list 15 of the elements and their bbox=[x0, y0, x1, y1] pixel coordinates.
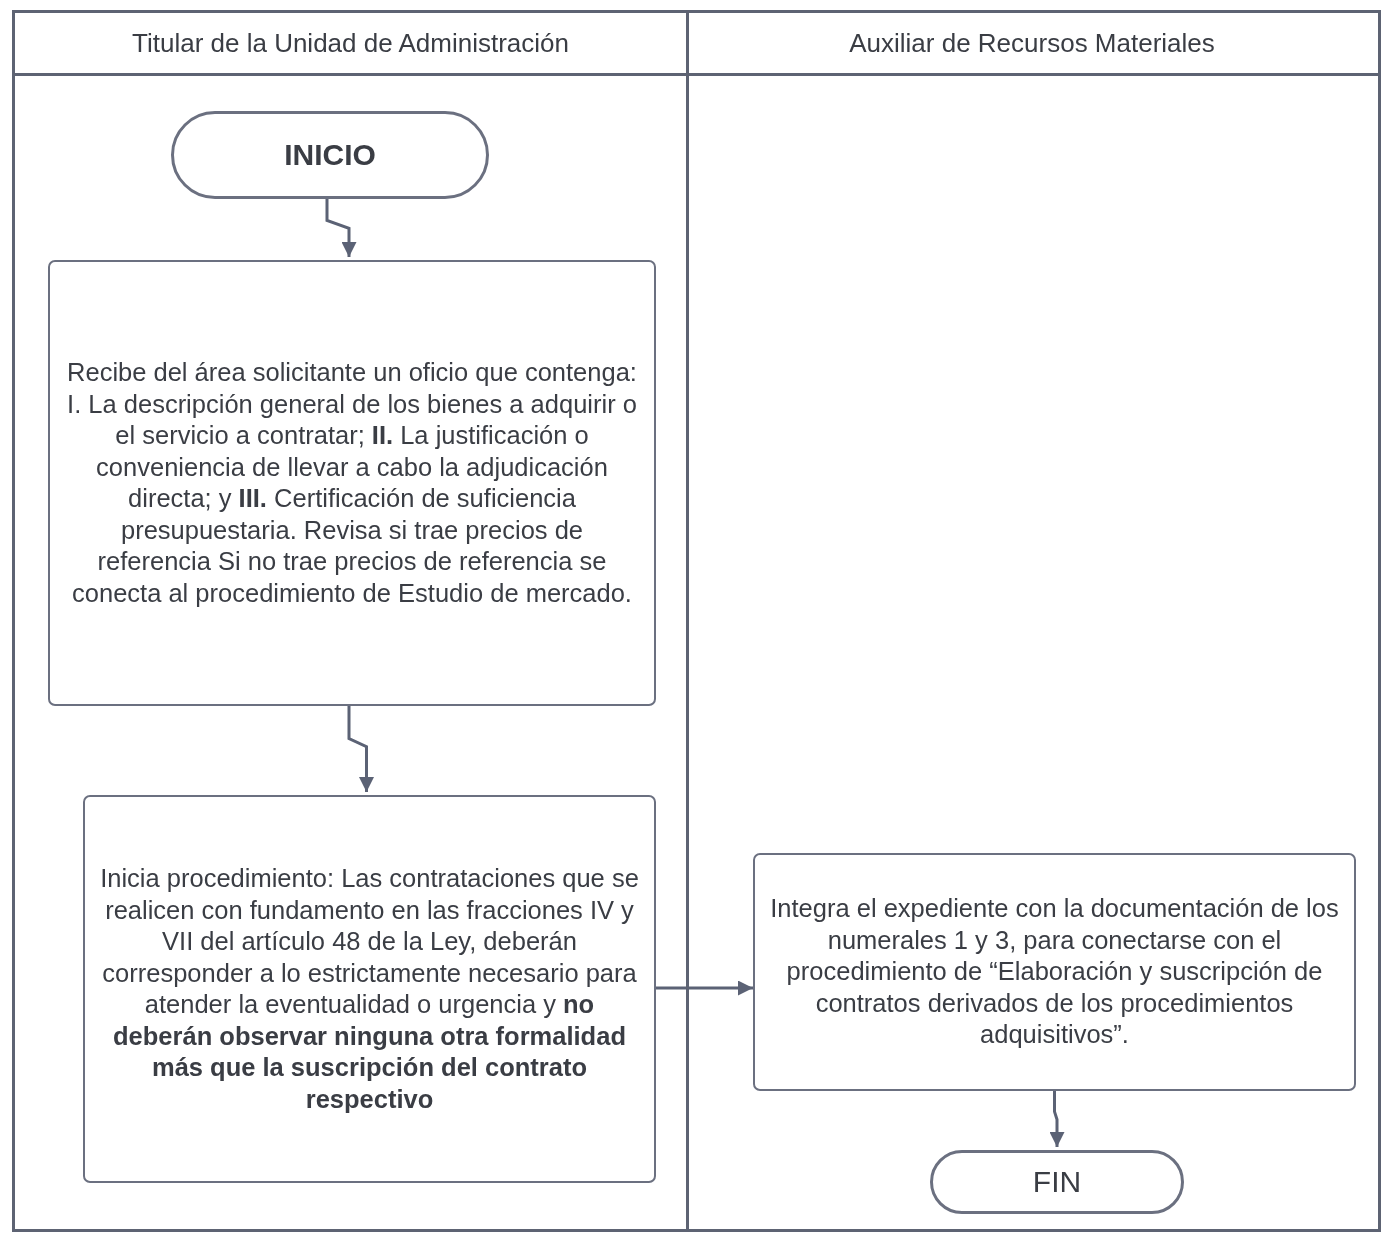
terminator-box bbox=[930, 1150, 1184, 1214]
process-box bbox=[48, 260, 656, 706]
step-text: Inicia procedimiento: Las contrataciones que se realicen con fundamento en las fracciones IV y VII del artículo 48 de la Ley, deberán corresponder a lo estrictamente necesario para atender la eventualidad o urgencia y no deberán observar ninguna otra formalidad más que la suscripción del contrato respectivo bbox=[99, 863, 640, 1115]
swimlane bbox=[686, 10, 1381, 1232]
lane-header: Titular de la Unidad de Administración bbox=[15, 13, 686, 76]
terminator-label: FIN bbox=[1032, 1165, 1082, 1199]
step-text: Integra el expediente con la documentación de los numerales 1 y 3, para conectarse con el procedimiento de “Elaboración y suscripción de contratos derivados de los procedimientos adquisitivos”. bbox=[769, 893, 1340, 1051]
step-text: Recibe del área solicitante un oficio que contenga: I. La descripción general de los bienes a adquirir o el servicio a contratar; II. La justificación o conveniencia de llevar a cabo la adjudicación directa; y III. Certificación de suficiencia presupuestaria. Revisa si trae precios de referencia Si no trae precios de referencia se conecta al procedimiento de Estudio de mercado. bbox=[66, 357, 638, 609]
lane-header: Auxiliar de Recursos Materiales bbox=[686, 13, 1378, 76]
swimlane bbox=[12, 10, 689, 1232]
process-box bbox=[753, 853, 1356, 1091]
arrow bbox=[347, 703, 374, 792]
arrow bbox=[1049, 1088, 1065, 1147]
terminator-label: INICIO bbox=[284, 138, 376, 172]
process-box bbox=[83, 795, 656, 1183]
